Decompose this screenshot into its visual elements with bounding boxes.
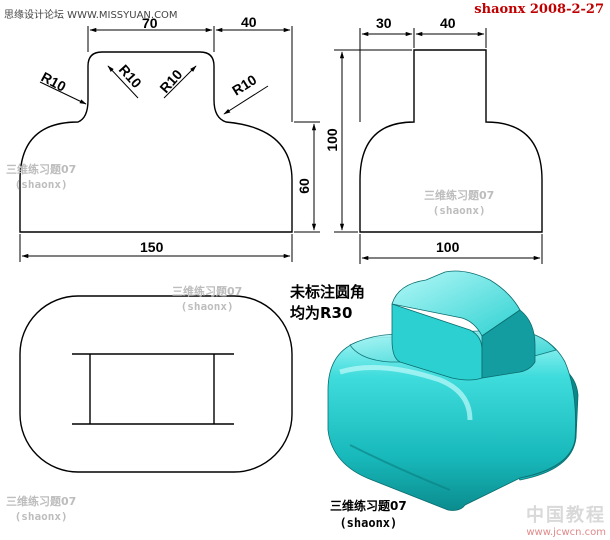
watermark-title: 三维练习题07	[172, 285, 243, 298]
top-view	[19, 295, 293, 473]
front-view	[19, 51, 293, 233]
leader-r10-1	[39, 81, 87, 105]
model-caption: 三维练习题07 (shaonx)	[330, 498, 407, 532]
leader-r10-2	[107, 65, 139, 99]
site-logo-url: www.jcwcn.com	[526, 527, 606, 538]
watermark-title: 三维练习题07	[6, 163, 77, 176]
dim-100-horiz-label: 100	[436, 239, 460, 255]
side-view-outline	[359, 49, 543, 233]
r10-label-1: R10	[39, 69, 69, 95]
watermark-sub: (shaonx)	[180, 300, 234, 313]
site-watermark: 思缘设计论坛 WWW.MISSYUAN.COM	[4, 10, 178, 21]
leader-r10-4	[223, 85, 269, 115]
watermark-sub: (shaonx)	[14, 178, 68, 191]
watermark-top-center: 三维练习题07 (shaonx)	[172, 284, 242, 314]
r10-label-3: R10	[156, 66, 185, 96]
site-logo-text: 中国教程	[526, 505, 606, 526]
author-date-stamp: shaonx 2008-2-27	[474, 2, 604, 17]
side-view	[359, 49, 543, 233]
leader-r10-3	[163, 65, 197, 99]
front-view-outline	[19, 51, 293, 233]
dim-40-label: 40	[241, 14, 257, 30]
model-caption-title: 三维练习题07	[330, 499, 407, 513]
r10-label-2: R10	[116, 61, 145, 91]
fillet-note-line2: 均为R30	[290, 304, 353, 322]
dim-100-vert-label: 100	[324, 128, 340, 152]
dim-60-label: 60	[296, 178, 312, 194]
watermark-top-view: 三维练习题07 (shaonx)	[6, 494, 76, 524]
front-view-dimensions	[19, 26, 320, 262]
model-caption-sub: (shaonx)	[339, 516, 398, 530]
watermark-title: 三维练习题07	[6, 495, 77, 508]
watermark-title: 三维练习题07	[424, 189, 495, 202]
dim-30-label: 30	[376, 15, 392, 31]
fillet-note-line1: 未标注圆角	[290, 283, 366, 301]
side-view-dim-text: 30 40 100 100	[324, 15, 460, 255]
side-view-dimensions	[334, 28, 543, 264]
watermark-sub: (shaonx)	[432, 204, 486, 217]
front-view-dim-text: 70 40 150 60 R10 R10 R10 R10	[39, 14, 312, 255]
watermark-sub: (shaonx)	[14, 510, 68, 523]
watermark-side-view: 三维练习题07 (shaonx)	[424, 188, 494, 218]
top-view-outline	[19, 295, 293, 473]
watermark-front-view: 三维练习题07 (shaonx)	[6, 162, 76, 192]
dim-150-label: 150	[140, 239, 164, 255]
iso-model	[327, 270, 579, 511]
site-logo: 中国教程 www.jcwcn.com	[526, 501, 606, 538]
fillet-note: 未标注圆角 均为R30	[290, 282, 365, 324]
dim-70-label: 70	[142, 15, 158, 31]
dim-40-side-label: 40	[440, 15, 456, 31]
